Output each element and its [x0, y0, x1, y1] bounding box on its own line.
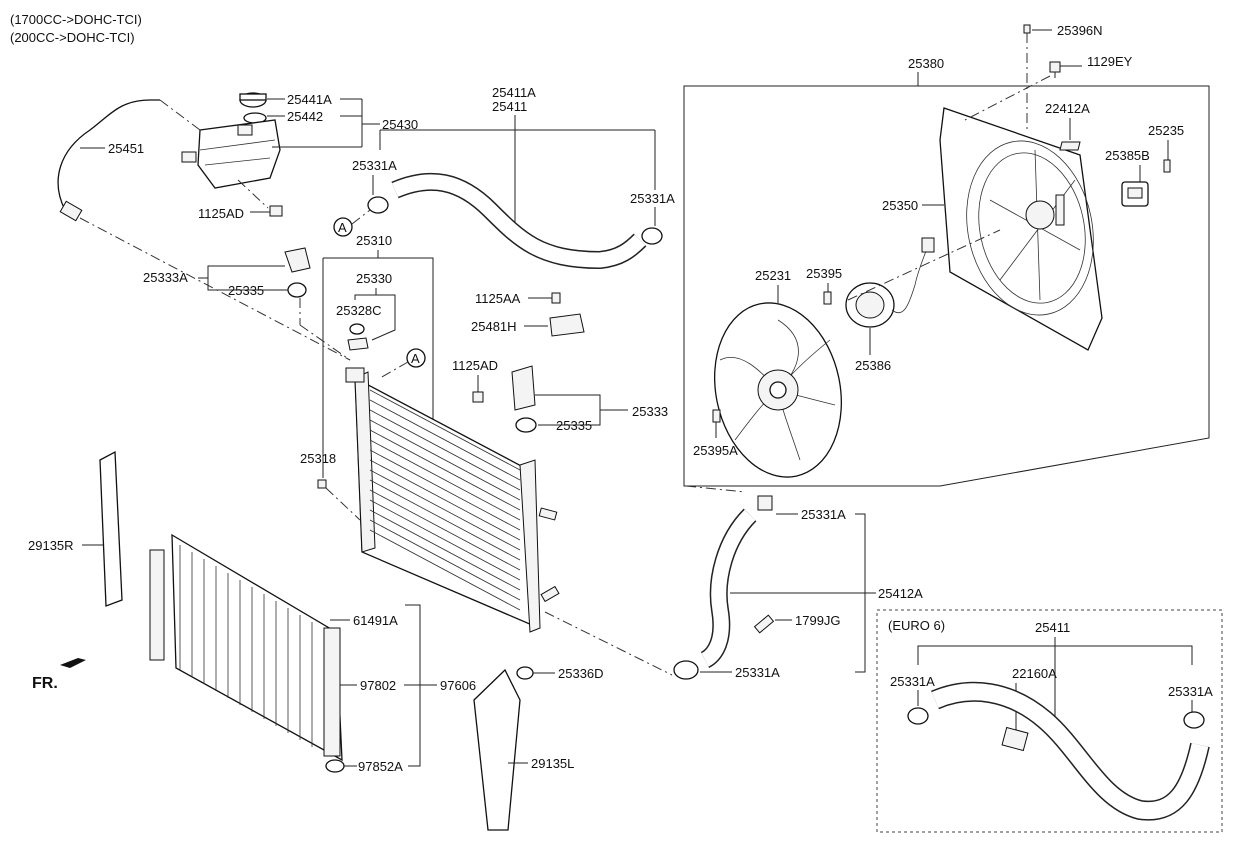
o-ring-25328c	[349, 323, 365, 335]
part-25451: 25451	[108, 141, 144, 156]
euro6-hose-25411	[931, 683, 1209, 820]
part-25330: 25330	[356, 271, 392, 286]
condenser-97606	[149, 533, 343, 762]
euro6-part-22160A: 22160A	[1012, 666, 1057, 681]
part-25385B: 25385B	[1105, 148, 1150, 163]
part-61491A: 61491A	[353, 613, 398, 628]
bolt-1129ey	[1049, 61, 1061, 78]
part-1125AD-mid: 1125AD	[452, 358, 498, 373]
part-25441A: 25441A	[287, 92, 332, 107]
screw-25396n	[1023, 24, 1031, 34]
clamp-25331a-lower1	[757, 495, 773, 511]
part-97802: 97802	[360, 678, 396, 693]
fan-shroud	[939, 107, 1103, 351]
part-25386: 25386	[855, 358, 891, 373]
air-guard-29135r	[99, 450, 123, 607]
part-29135L: 29135L	[531, 756, 574, 771]
part-97852A: 97852A	[358, 759, 403, 774]
part-25331A-lower1: 25331A	[801, 507, 846, 522]
part-25395: 25395	[806, 266, 842, 281]
euro6-part-25331A-right: 25331A	[1168, 684, 1213, 699]
part-25335-mid: 25335	[556, 418, 592, 433]
euro6-part-25411: 25411	[1035, 620, 1070, 635]
part-25331A-lower2: 25331A	[735, 665, 780, 680]
clamp-25331a-top	[367, 196, 389, 214]
resistor-25385b	[1121, 181, 1149, 207]
bolt-1125aa	[551, 292, 561, 304]
upper-hose-25411a	[392, 174, 646, 268]
front-direction-label: FR.	[32, 675, 58, 692]
part-29135R: 29135R	[28, 538, 74, 553]
part-25318: 25318	[300, 451, 336, 466]
connection-a-radiator-label: A	[411, 351, 420, 366]
part-25380: 25380	[908, 56, 944, 71]
part-1129EY: 1129EY	[1087, 54, 1133, 69]
part-25333A: 25333A	[143, 270, 188, 285]
part-25333: 25333	[632, 404, 668, 419]
euro6-clamp-left	[907, 707, 929, 725]
clamp-25331a-right	[641, 227, 663, 245]
reservoir-tank	[181, 119, 281, 189]
connection-a-radiator	[406, 348, 426, 368]
engine-note-2: (200CC->DOHC-TCI)	[10, 30, 135, 45]
screw-25235	[1163, 159, 1171, 173]
clamp-25331a-lower2	[673, 660, 699, 680]
part-25335-left: 25335	[228, 283, 264, 298]
fan-assembly-box	[683, 85, 1210, 487]
clip-1799jg	[753, 614, 775, 634]
cap-25330	[347, 337, 369, 351]
insulator-25335-mid	[515, 417, 537, 433]
screw-25395a	[712, 409, 721, 423]
euro6-sensor-22160a	[1001, 726, 1029, 752]
bolt-1125ad-top	[269, 205, 283, 217]
connection-a-top	[333, 217, 353, 237]
screw-25395	[823, 291, 832, 305]
part-25310: 25310	[356, 233, 392, 248]
part-25336D: 25336D	[558, 666, 604, 681]
part-25412A: 25412A	[878, 586, 923, 601]
part-25331A-right: 25331A	[630, 191, 675, 206]
label-sticker	[1059, 141, 1081, 151]
insulator-25335-left	[287, 282, 307, 298]
part-97606: 97606	[440, 678, 476, 693]
bolt-1125ad-mid	[472, 391, 484, 403]
connection-a-top-label: A	[338, 220, 347, 235]
part-25331A-top: 25331A	[352, 158, 397, 173]
part-25350: 25350	[882, 198, 918, 213]
part-1125AA: 1125AA	[475, 291, 521, 306]
part-25411A: 25411A	[492, 85, 536, 100]
engine-note-1: (1700CC->DOHC-TCI)	[10, 12, 142, 27]
bracket-25333a	[284, 247, 311, 273]
fan-motor-25386	[845, 237, 935, 328]
bracket-25481h	[549, 313, 585, 337]
insulator-97852a	[325, 759, 345, 773]
part-1799JG: 1799JG	[795, 613, 841, 628]
part-25411: 25411	[492, 99, 527, 114]
euro6-box	[876, 609, 1223, 833]
part-25328C: 25328C	[336, 303, 382, 318]
part-25235: 25235	[1148, 123, 1184, 138]
overflow-hose-25451	[57, 99, 160, 211]
insulator-25336d	[516, 666, 534, 680]
euro6-part-25331A-left: 25331A	[890, 674, 935, 689]
cooling-fan-25231	[714, 302, 842, 478]
front-arrow-icon	[60, 658, 86, 668]
drain-plug-25318	[317, 479, 327, 489]
part-25231: 25231	[755, 268, 791, 283]
part-25395A: 25395A	[693, 443, 738, 458]
euro6-clamp-right	[1183, 711, 1205, 729]
lower-hose-25412a	[701, 509, 756, 667]
euro6-title: (EURO 6)	[888, 618, 945, 633]
radiator-25310	[345, 367, 560, 633]
part-25481H: 25481H	[471, 319, 517, 334]
part-1125AD-top: 1125AD	[198, 206, 244, 221]
part-22412A: 22412A	[1045, 101, 1090, 116]
part-25442: 25442	[287, 109, 323, 124]
part-25430: 25430	[382, 117, 418, 132]
air-guard-29135l	[473, 668, 521, 831]
bracket-25333	[511, 365, 536, 411]
part-25396N: 25396N	[1057, 23, 1103, 38]
reservoir-cap-25441a	[239, 92, 267, 108]
